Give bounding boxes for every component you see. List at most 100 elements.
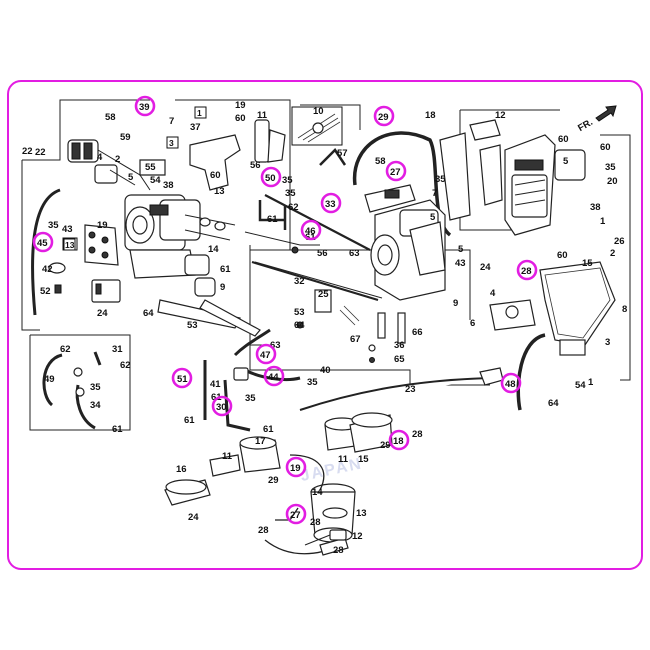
svg-text:7: 7	[432, 188, 437, 199]
svg-text:58: 58	[375, 156, 386, 167]
svg-text:1: 1	[588, 377, 594, 388]
svg-text:56: 56	[250, 160, 261, 171]
svg-text:65: 65	[394, 354, 405, 365]
svg-text:64: 64	[548, 398, 559, 409]
center-pipes	[244, 200, 320, 254]
svg-text:14: 14	[208, 244, 219, 255]
callout-48: 48	[500, 372, 522, 394]
bracket-37	[189, 119, 286, 191]
svg-text:35: 35	[48, 220, 59, 231]
svg-text:20: 20	[607, 176, 618, 187]
svg-text:61: 61	[267, 214, 278, 225]
left-small-parts	[48, 224, 121, 303]
svg-text:62: 62	[288, 202, 299, 213]
svg-text:61: 61	[184, 415, 195, 426]
svg-text:35: 35	[282, 175, 293, 186]
svg-text:59: 59	[120, 132, 131, 143]
svg-text:43: 43	[455, 258, 466, 269]
left-carburetor	[124, 194, 236, 279]
svg-text:38: 38	[590, 202, 601, 213]
svg-text:28: 28	[333, 545, 344, 556]
throttle-bracket-53	[157, 254, 261, 337]
svg-text:13: 13	[65, 240, 75, 250]
svg-text:3: 3	[169, 138, 174, 148]
svg-text:58: 58	[105, 112, 116, 123]
svg-text:55: 55	[145, 162, 156, 173]
svg-text:12: 12	[495, 110, 506, 121]
svg-text:1: 1	[197, 108, 202, 118]
svg-text:24: 24	[97, 308, 108, 319]
svg-text:17: 17	[255, 436, 266, 447]
svg-text:25: 25	[318, 289, 329, 300]
svg-text:19: 19	[97, 220, 108, 231]
svg-text:11: 11	[257, 110, 268, 121]
svg-text:46: 46	[305, 226, 316, 237]
svg-text:14: 14	[312, 487, 323, 498]
svg-text:28: 28	[310, 517, 321, 528]
svg-text:24: 24	[188, 512, 199, 523]
callout-46: 46	[300, 219, 322, 241]
callout-51: 51	[171, 367, 193, 389]
callout-28: 28	[516, 259, 538, 281]
callout-labels: 58 59 7 3 19 60 1 37 11 10 18 12 22 55 5…	[22, 100, 627, 556]
svg-text:13: 13	[214, 186, 225, 197]
svg-text:29: 29	[378, 112, 389, 123]
svg-text:63: 63	[270, 340, 281, 351]
svg-text:57: 57	[337, 148, 348, 159]
front-direction-arrow: FR.	[576, 105, 617, 134]
svg-text:41: 41	[210, 379, 221, 390]
svg-text:39: 39	[139, 102, 150, 113]
svg-text:62: 62	[120, 360, 131, 371]
svg-text:15: 15	[582, 258, 593, 269]
svg-text:35: 35	[90, 382, 101, 393]
jet-parts	[296, 289, 406, 363]
svg-text:45: 45	[37, 238, 48, 249]
svg-text:67: 67	[350, 334, 361, 345]
svg-text:63: 63	[349, 248, 360, 259]
svg-text:11: 11	[338, 454, 349, 465]
fuel-hose-48	[516, 333, 546, 411]
intake-boots	[164, 412, 393, 506]
svg-text:28: 28	[521, 266, 532, 277]
inline-plug-12	[304, 529, 347, 546]
svg-text:4: 4	[97, 152, 103, 163]
svg-text:50: 50	[265, 173, 276, 184]
vent-tube-lower	[264, 454, 349, 556]
svg-text:34: 34	[90, 400, 101, 411]
callout-18: 18	[388, 429, 410, 451]
svg-text:49: 49	[44, 374, 55, 385]
svg-text:5: 5	[430, 212, 436, 223]
svg-text:60: 60	[210, 170, 221, 181]
svg-text:53: 53	[294, 307, 305, 318]
svg-text:5: 5	[128, 172, 134, 183]
spring-part-10	[291, 106, 343, 146]
svg-text:15: 15	[358, 454, 369, 465]
highlighted-callouts: 39 29 27 50 33 46 45 28 47 51 44 30 48 1…	[32, 95, 538, 525]
callout-47: 47	[255, 343, 277, 365]
svg-text:52: 52	[40, 286, 51, 297]
svg-text:7: 7	[169, 116, 174, 127]
svg-text:64: 64	[294, 320, 305, 331]
svg-text:11: 11	[222, 451, 233, 462]
svg-text:27: 27	[290, 510, 301, 521]
callout-50: 50	[260, 166, 282, 188]
left-linkage	[67, 139, 166, 191]
svg-text:61: 61	[305, 232, 316, 243]
center-carburetor	[364, 184, 446, 301]
callout-45: 45	[32, 231, 54, 253]
svg-text:64: 64	[143, 308, 154, 319]
svg-text:40: 40	[320, 365, 331, 376]
svg-text:35: 35	[307, 377, 318, 388]
svg-text:29: 29	[268, 475, 279, 486]
svg-text:22: 22	[22, 146, 33, 157]
svg-text:35: 35	[605, 162, 616, 173]
svg-text:26: 26	[614, 236, 625, 247]
svg-text:24: 24	[480, 262, 491, 273]
svg-text:54: 54	[150, 175, 161, 186]
svg-text:35: 35	[285, 188, 296, 199]
svg-text:36: 36	[394, 340, 405, 351]
svg-text:5: 5	[458, 244, 464, 255]
svg-text:28: 28	[258, 525, 269, 536]
svg-text:60: 60	[235, 113, 246, 124]
